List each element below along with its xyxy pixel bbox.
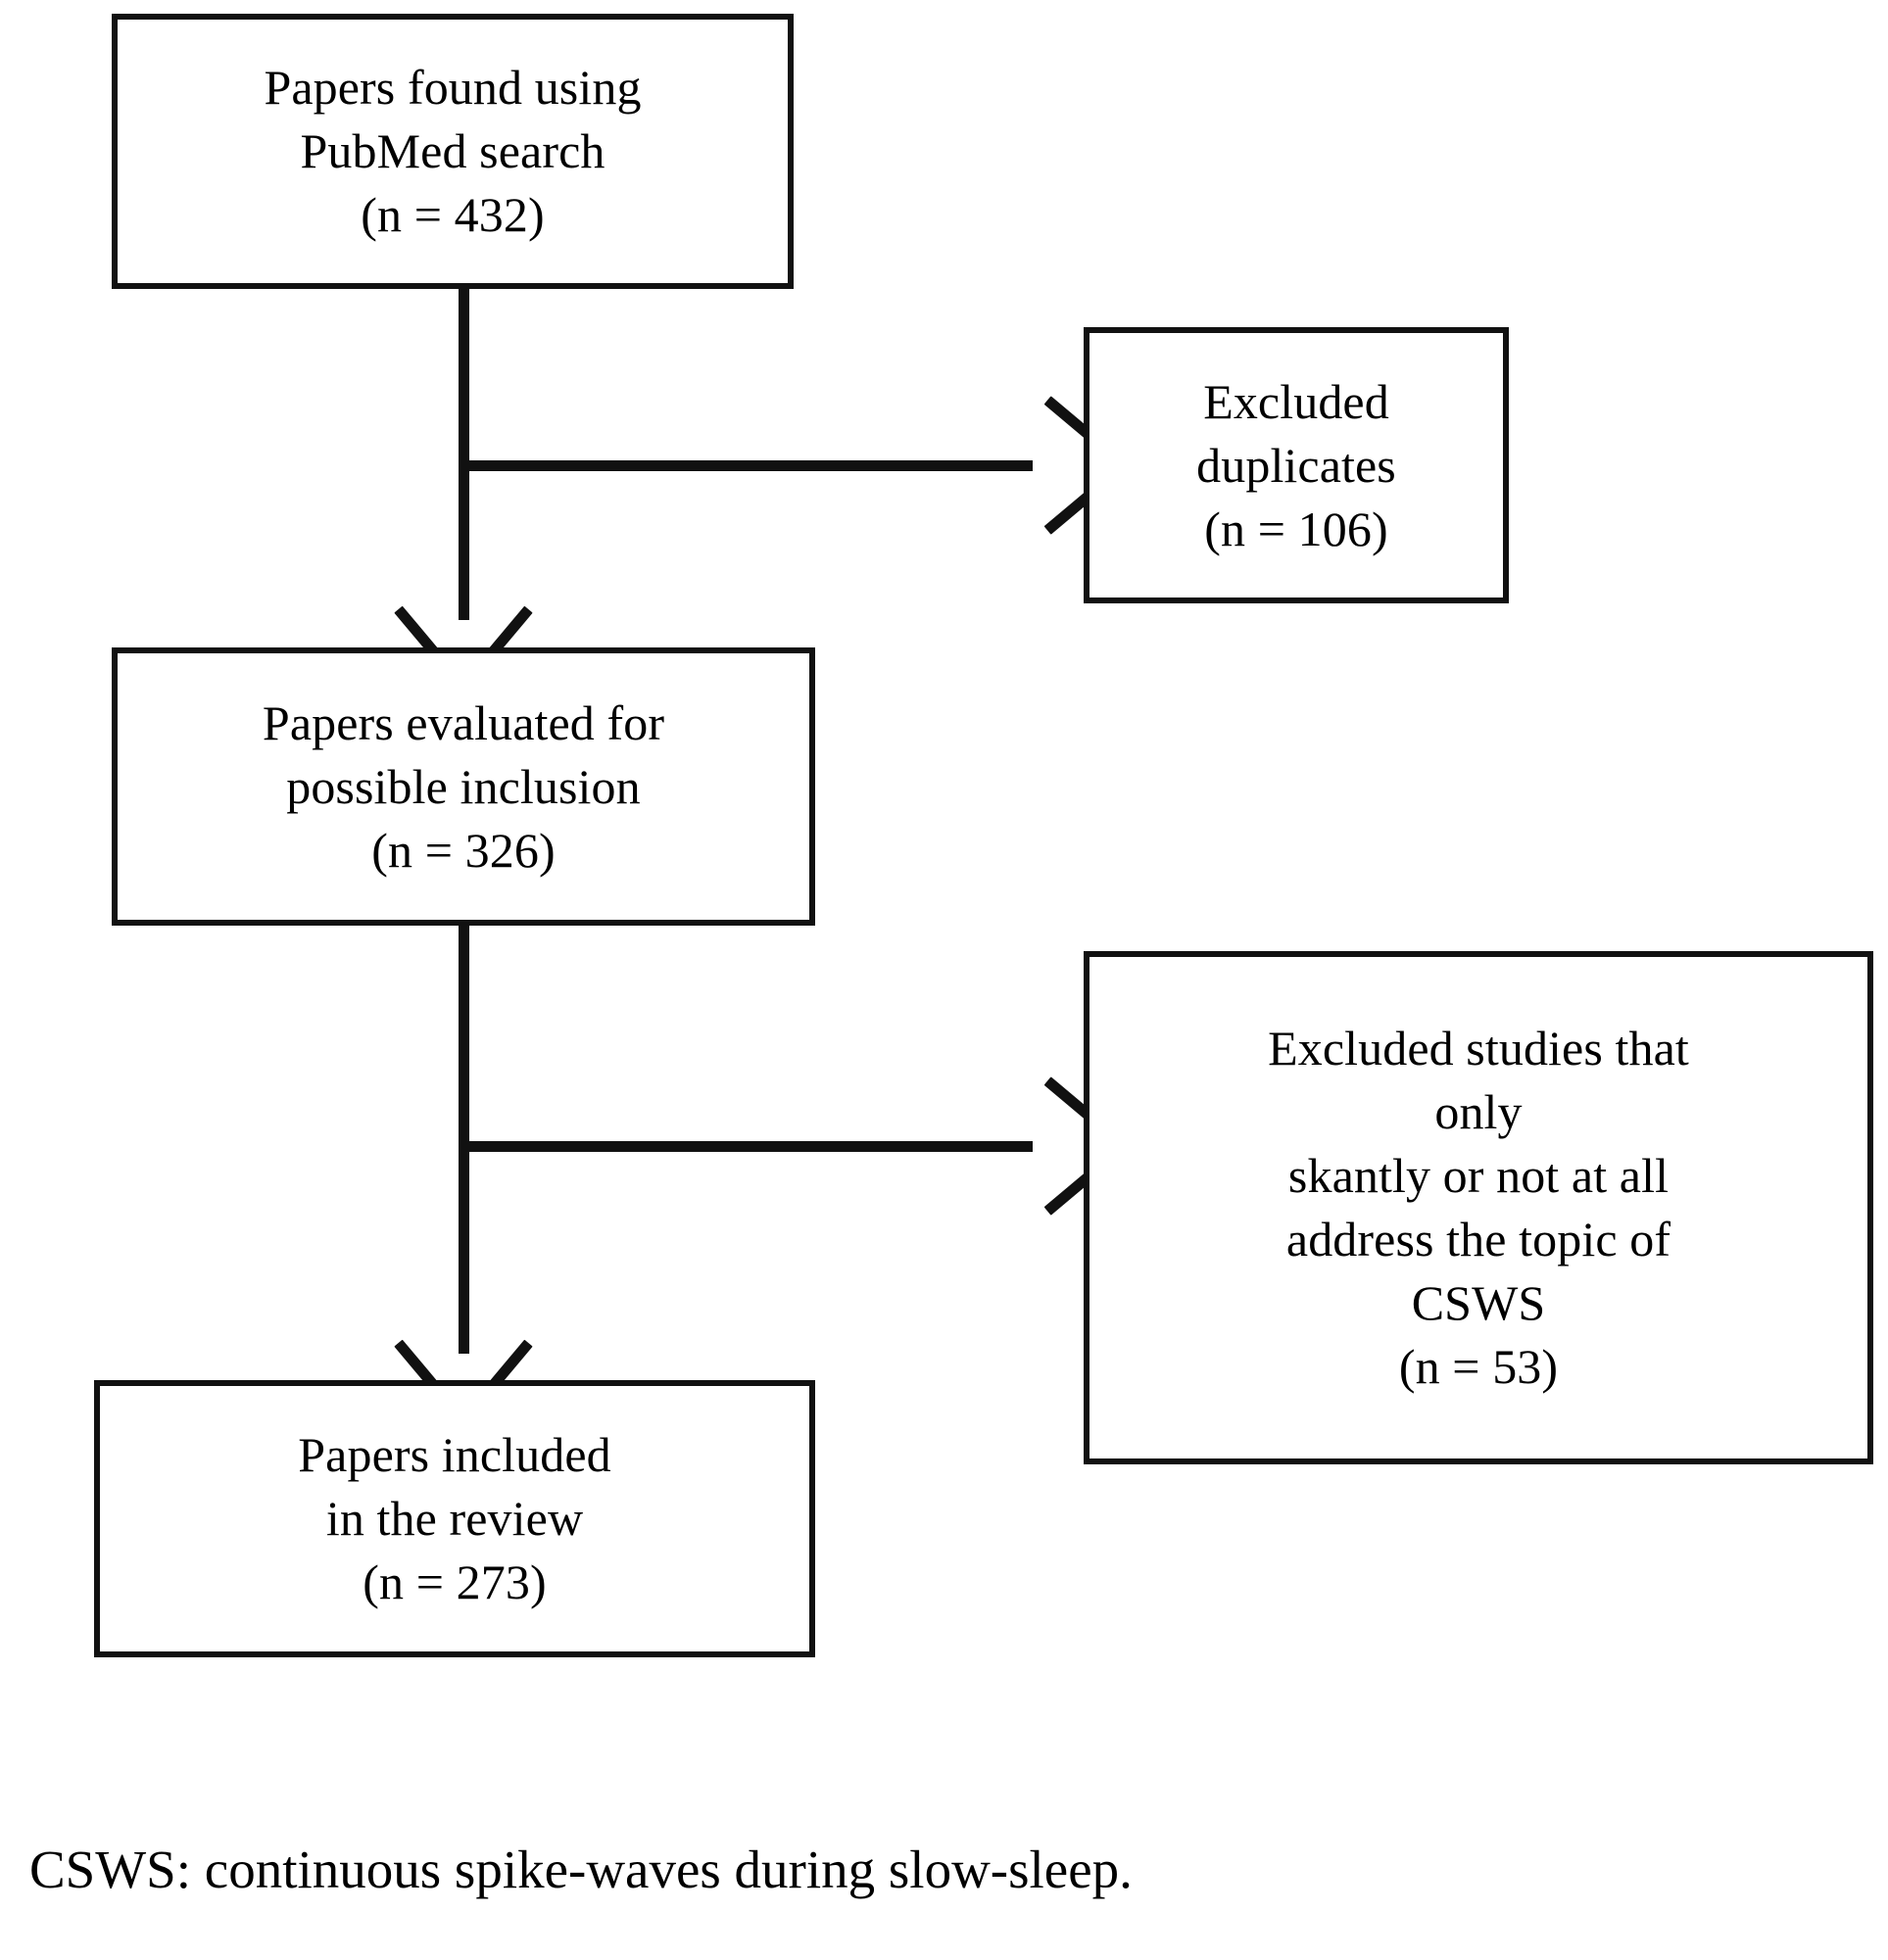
node-papers-evaluated: Papers evaluated for possible inclusion … xyxy=(112,647,815,926)
node-papers-evaluated-line-1: Papers evaluated for xyxy=(262,694,665,750)
node-excluded-duplicates-line-2: duplicates xyxy=(1196,437,1396,493)
node-excluded-scant-topic-line-1: Excluded studies that xyxy=(1268,1021,1689,1076)
node-excluded-duplicates-count: (n = 106) xyxy=(1204,501,1388,556)
node-excluded-duplicates: Excluded duplicates (n = 106) xyxy=(1084,327,1509,603)
edge-evaluated-to-scant-line xyxy=(459,1141,1033,1152)
node-excluded-scant-topic-line-2: only xyxy=(1434,1084,1523,1139)
node-excluded-scant-topic-count: (n = 53) xyxy=(1398,1339,1559,1394)
edge-found-to-duplicates-line xyxy=(459,460,1033,471)
edge-found-to-evaluated-line xyxy=(459,287,469,620)
node-excluded-scant-topic-line-5: CSWS xyxy=(1411,1275,1546,1330)
figure-caption: CSWS: continuous spike-waves during slow… xyxy=(29,1840,1133,1899)
node-papers-evaluated-count: (n = 326) xyxy=(371,822,556,878)
node-papers-included-count: (n = 273) xyxy=(363,1554,547,1609)
node-excluded-scant-topic-line-4: address the topic of xyxy=(1285,1212,1671,1267)
node-papers-found-count: (n = 432) xyxy=(361,187,545,242)
edge-evaluated-to-included-line xyxy=(459,925,469,1354)
node-papers-included: Papers included in the review (n = 273) xyxy=(94,1380,815,1657)
node-excluded-duplicates-line-1: Excluded xyxy=(1203,373,1389,429)
node-papers-evaluated-line-2: possible inclusion xyxy=(286,758,641,814)
node-papers-included-line-2: in the review xyxy=(325,1491,584,1546)
node-papers-included-line-1: Papers included xyxy=(298,1427,611,1482)
node-excluded-scant-topic-line-3: skantly or not at all xyxy=(1287,1148,1670,1203)
node-excluded-scant-topic: Excluded studies that only skantly or no… xyxy=(1084,951,1873,1464)
node-papers-found: Papers found using PubMed search (n = 43… xyxy=(112,14,794,289)
node-papers-found-line-1: Papers found using xyxy=(264,60,642,115)
node-papers-found-line-2: PubMed search xyxy=(300,123,605,178)
